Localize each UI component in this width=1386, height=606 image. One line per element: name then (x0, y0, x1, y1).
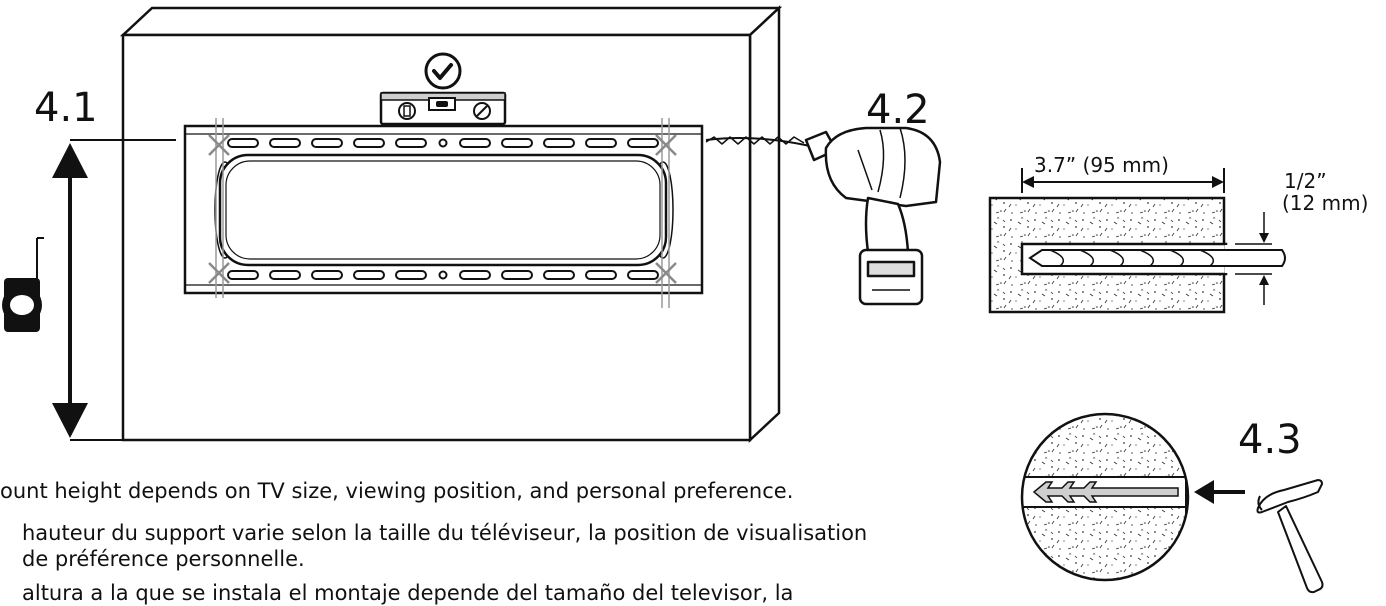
note-french-line1: hauteur du support varie selon la taille… (22, 521, 868, 545)
step-4-1-label: 4.1 (34, 85, 98, 131)
diameter-mm: (12 mm) (1282, 191, 1369, 215)
drill-depth-section (988, 168, 1286, 314)
step-4-2-label: 4.2 (866, 87, 930, 133)
spirit-level-icon (379, 91, 507, 126)
drill-marks (208, 134, 677, 284)
mount-height-arrow (52, 139, 176, 441)
tape-measure-icon (2, 237, 44, 332)
note-spanish-line1: altura a la que se instala el montaje de… (22, 581, 794, 605)
wall-plate (183, 124, 704, 295)
check-circle-icon (424, 52, 462, 90)
note-english: ount height depends on TV size, viewing … (0, 479, 794, 503)
step-4-3-label: 4.3 (1238, 417, 1302, 463)
anchor-detail (1020, 412, 1245, 582)
hammer-icon (1256, 479, 1324, 594)
diameter-inch: 1/2” (1284, 169, 1327, 193)
depth-dimension: 3.7” (95 mm) (1034, 153, 1169, 177)
power-drill-icon (705, 126, 942, 306)
note-french-line2: de préférence personnelle. (22, 547, 305, 571)
